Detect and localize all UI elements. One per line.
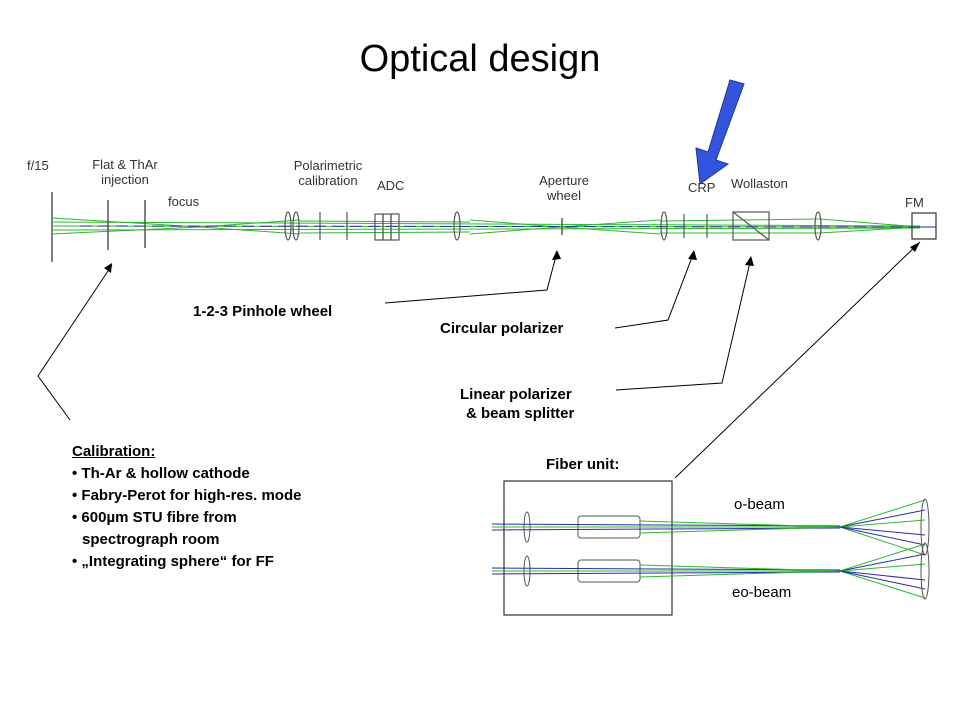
camera-lens	[814, 211, 822, 241]
label-flat-thar: Flat & ThAr injection	[85, 157, 165, 187]
label-flat-thar-line1: Flat & ThAr	[92, 157, 158, 172]
label-aperture-line1: Aperture	[539, 173, 589, 188]
calibration-block: Calibration: • Th-Ar & hollow cathode • …	[72, 441, 301, 573]
label-crp: CRP	[688, 180, 716, 195]
label-polarimetric-calibration: Polarimetric calibration	[283, 158, 373, 188]
highlight-arrow-icon	[695, 79, 745, 185]
calibration-heading: Calibration:	[72, 443, 156, 460]
crp-optics	[660, 211, 708, 241]
callout-linear-line2: & beam splitter	[466, 405, 575, 422]
fm-box	[911, 212, 937, 240]
calibration-item: • Th-Ar & hollow cathode	[72, 465, 250, 482]
calibration-item: • 600µm STU fibre from	[72, 509, 237, 526]
callout-pointers	[37, 241, 921, 479]
polarimetric-calibration-optics	[284, 211, 348, 241]
slide-title: Optical design	[359, 38, 601, 80]
calibration-item-continuation: spectrograph room	[82, 531, 220, 548]
fiber-upper-path	[491, 498, 930, 556]
label-polcal-line1: Polarimetric	[293, 158, 363, 173]
collimator-lens	[453, 211, 461, 241]
calibration-item-text: Fabry-Perot for high-res. mode	[81, 487, 302, 504]
calibration-item: • Fabry-Perot for high-res. mode	[72, 487, 302, 504]
label-fm: FM	[905, 195, 924, 210]
label-focus: focus	[168, 194, 200, 209]
main-beam-rays	[51, 217, 921, 235]
calibration-item-text: „Integrating sphere“ for FF	[81, 553, 274, 570]
label-aperture-wheel: Aperture wheel	[524, 173, 604, 203]
pointer-arrowheads	[104, 242, 920, 273]
wollaston-prism	[732, 211, 770, 241]
label-aperture-line2: wheel	[547, 188, 581, 203]
calibration-item-text: Th-Ar & hollow cathode	[81, 465, 250, 482]
callout-pinhole-wheel: 1-2-3 Pinhole wheel	[193, 303, 333, 320]
label-wollaston: Wollaston	[731, 176, 788, 191]
fiber-unit-box	[503, 480, 673, 616]
label-o-beam: o-beam	[734, 496, 785, 513]
calibration-item: • „Integrating sphere“ for FF	[72, 553, 274, 570]
label-f15: f/15	[27, 158, 49, 173]
calibration-item-text: 600µm STU fibre from	[81, 509, 237, 526]
label-polcal-line2: calibration	[298, 173, 358, 188]
label-adc: ADC	[377, 178, 405, 193]
callout-fiber-unit: Fiber unit:	[546, 456, 620, 473]
fiber-lower-path	[491, 542, 930, 600]
label-eo-beam: eo-beam	[732, 584, 792, 601]
label-flat-thar-line2: injection	[101, 172, 149, 187]
callout-linear-line1: Linear polarizer	[460, 386, 572, 403]
callout-circular-polarizer: Circular polarizer	[440, 320, 564, 337]
callout-linear-polarizer: Linear polarizer & beam splitter	[460, 385, 574, 423]
adc-prisms	[374, 213, 400, 241]
